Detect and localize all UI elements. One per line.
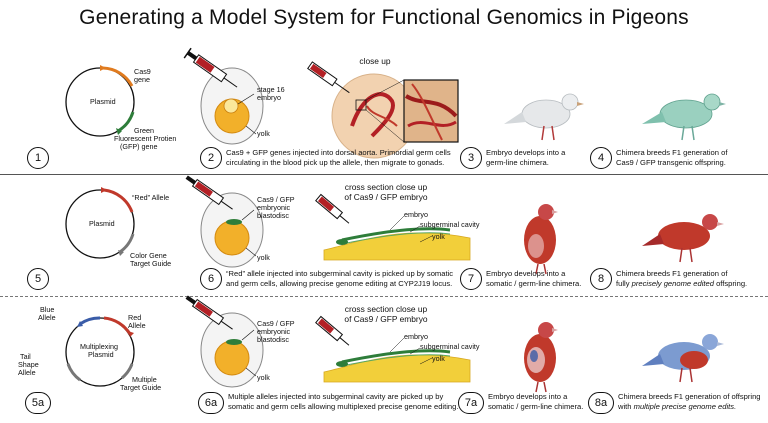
step-number-1: 1 — [27, 147, 49, 169]
multiple-target-guide-label: Target Guide — [120, 383, 162, 392]
cross-section-illustration — [315, 193, 471, 261]
row-divider-dashed — [0, 296, 768, 297]
pigeon-red-chimera — [524, 204, 558, 275]
pigeon-white — [504, 93, 584, 141]
step-number-3: 3 — [460, 147, 482, 169]
egg-label-embryo: embryo — [257, 93, 281, 102]
step-number-4: 4 — [590, 147, 612, 169]
caption-step-3: germ-line chimera. — [486, 158, 549, 167]
pigeon-multiple-edits — [642, 334, 724, 383]
multiplexing-plasmid-label: Plasmid — [88, 350, 114, 359]
caption-emphasis: multiple precise genome edits. — [633, 402, 737, 411]
caption-step-6a: somatic and germ cells allowing multiple… — [228, 402, 459, 411]
gfp-gene-label: Fluorescent Protien — [114, 134, 177, 143]
step-number-7: 7 — [460, 268, 482, 290]
cross-section-header: cross section close up — [344, 182, 428, 192]
step-number-5a: 5a — [25, 392, 51, 414]
cross-section-illustration — [315, 315, 471, 383]
caption-step-7: Embryo develops into a — [486, 269, 566, 278]
caption-step-3: Embryo develops into a — [486, 148, 566, 157]
egg-with-embryo — [183, 47, 264, 145]
cross-section-header: of Cas9 / GFP embryo — [344, 314, 428, 324]
caption-emphasis: precisely genome edited — [631, 279, 714, 288]
gfp-gene-label: (GFP) gene — [120, 142, 158, 151]
caption-text: offspring. — [713, 279, 748, 288]
cross-section-header: cross section close up — [344, 304, 428, 314]
caption-step-2: Cas9 + GFP genes injected into dorsal ao… — [226, 148, 451, 157]
pigeon-red-edited — [642, 214, 724, 263]
step-number-7a: 7a — [458, 392, 484, 414]
egg-label-yolk: yolk — [257, 129, 270, 138]
caption-step-8: fully precisely genome edited offspring. — [616, 279, 747, 289]
cas9-gene-label: Cas9 — [134, 67, 151, 76]
blue-allele-label: Allele — [38, 313, 56, 322]
plasmid-label: Plasmid — [89, 219, 115, 228]
tail-shape-allele-label: Allele — [18, 368, 36, 377]
egg-label-cas9: Cas9 / GFP — [257, 195, 295, 204]
plasmid-diagram-red — [65, 187, 135, 259]
caption-step-7a: Embryo develops into a — [488, 392, 568, 401]
cross-section-header: of Cas9 / GFP embryo — [344, 192, 428, 202]
target-guide-label: Target Guide — [130, 259, 172, 268]
tail-shape-allele-label: Shape — [18, 360, 39, 369]
xsec-label-yolk: yolk — [432, 354, 445, 363]
multiplexing-plasmid-label: Multiplexing — [80, 342, 118, 351]
xsec-label-embryo: embryo — [404, 332, 428, 341]
step-number-8a: 8a — [588, 392, 614, 414]
caption-step-4: Cas9 / GFP transgenic offspring. — [616, 158, 726, 167]
page-title: Generating a Model System for Functional… — [79, 6, 689, 29]
egg-label-blastodisc: blastodisc — [257, 211, 289, 220]
plasmid-label: Plasmid — [90, 97, 116, 106]
step-number-2: 2 — [200, 147, 222, 169]
pigeon-multicolor-chimera — [524, 322, 558, 393]
multiplexing-plasmid-diagram — [65, 316, 135, 387]
xsec-label-cavity: subgerminal cavity — [420, 342, 480, 351]
caption-step-8a: Chimera breeds F1 generation of offsprin… — [618, 392, 761, 401]
caption-step-6: and germ cells, allowing precise genome … — [226, 279, 453, 288]
red-allele-label: Allele — [128, 321, 146, 330]
pigeon-green-transgenic — [642, 93, 726, 141]
egg-with-blastodisc — [185, 175, 264, 268]
xsec-label-yolk: yolk — [432, 232, 445, 241]
caption-step-2: circulating in the blood pick up the all… — [226, 158, 445, 167]
target-guide-label: Color Gene — [130, 251, 167, 260]
blue-allele-label: Blue — [40, 305, 55, 314]
step-number-6a: 6a — [198, 392, 224, 414]
xsec-label-cavity: subgerminal cavity — [420, 220, 480, 229]
caption-step-7a: somatic / germ-line chimera. — [488, 402, 584, 411]
caption-step-8a: with multiple precise genome edits. — [618, 402, 736, 412]
egg-label-yolk: yolk — [257, 253, 270, 262]
egg-label-blastodisc: blastodisc — [257, 335, 289, 344]
caption-step-7: somatic / germ-line chimera. — [486, 279, 582, 288]
closeup-header: close up — [359, 56, 391, 66]
plasmid-diagram — [65, 65, 135, 137]
cas9-gene-label: gene — [134, 75, 150, 84]
closeup-illustration — [307, 61, 459, 159]
egg-label-cas9: Cas9 / GFP — [257, 319, 295, 328]
row-divider — [0, 174, 768, 175]
egg-label-stage: stage 16 — [257, 85, 285, 94]
gfp-gene-label: Green — [134, 126, 154, 135]
multiple-target-guide-label: Multiple — [132, 375, 157, 384]
step-number-5: 5 — [27, 268, 49, 290]
caption-step-8: Chimera breeds F1 generation of — [616, 269, 728, 278]
egg-label-yolk: yolk — [257, 373, 270, 382]
caption-text: fully — [616, 279, 632, 288]
egg-with-blastodisc — [185, 295, 264, 388]
caption-text: with — [618, 402, 634, 411]
step-number-6: 6 — [200, 268, 222, 290]
xsec-label-embryo: embryo — [404, 210, 428, 219]
tail-shape-allele-label: Tail — [20, 352, 31, 361]
caption-step-6a: Multiple alleles injected into subgermin… — [228, 392, 444, 401]
caption-step-6: “Red” allele injected into subgerminal c… — [226, 269, 454, 278]
caption-step-4: Chimera breeds F1 generation of — [616, 148, 728, 157]
step-number-8: 8 — [590, 268, 612, 290]
red-allele-label: “Red” Allele — [132, 193, 170, 202]
egg-label-embryonic: embryonic — [257, 203, 291, 212]
red-allele-label: Red — [128, 313, 142, 322]
egg-label-embryonic: embryonic — [257, 327, 291, 336]
